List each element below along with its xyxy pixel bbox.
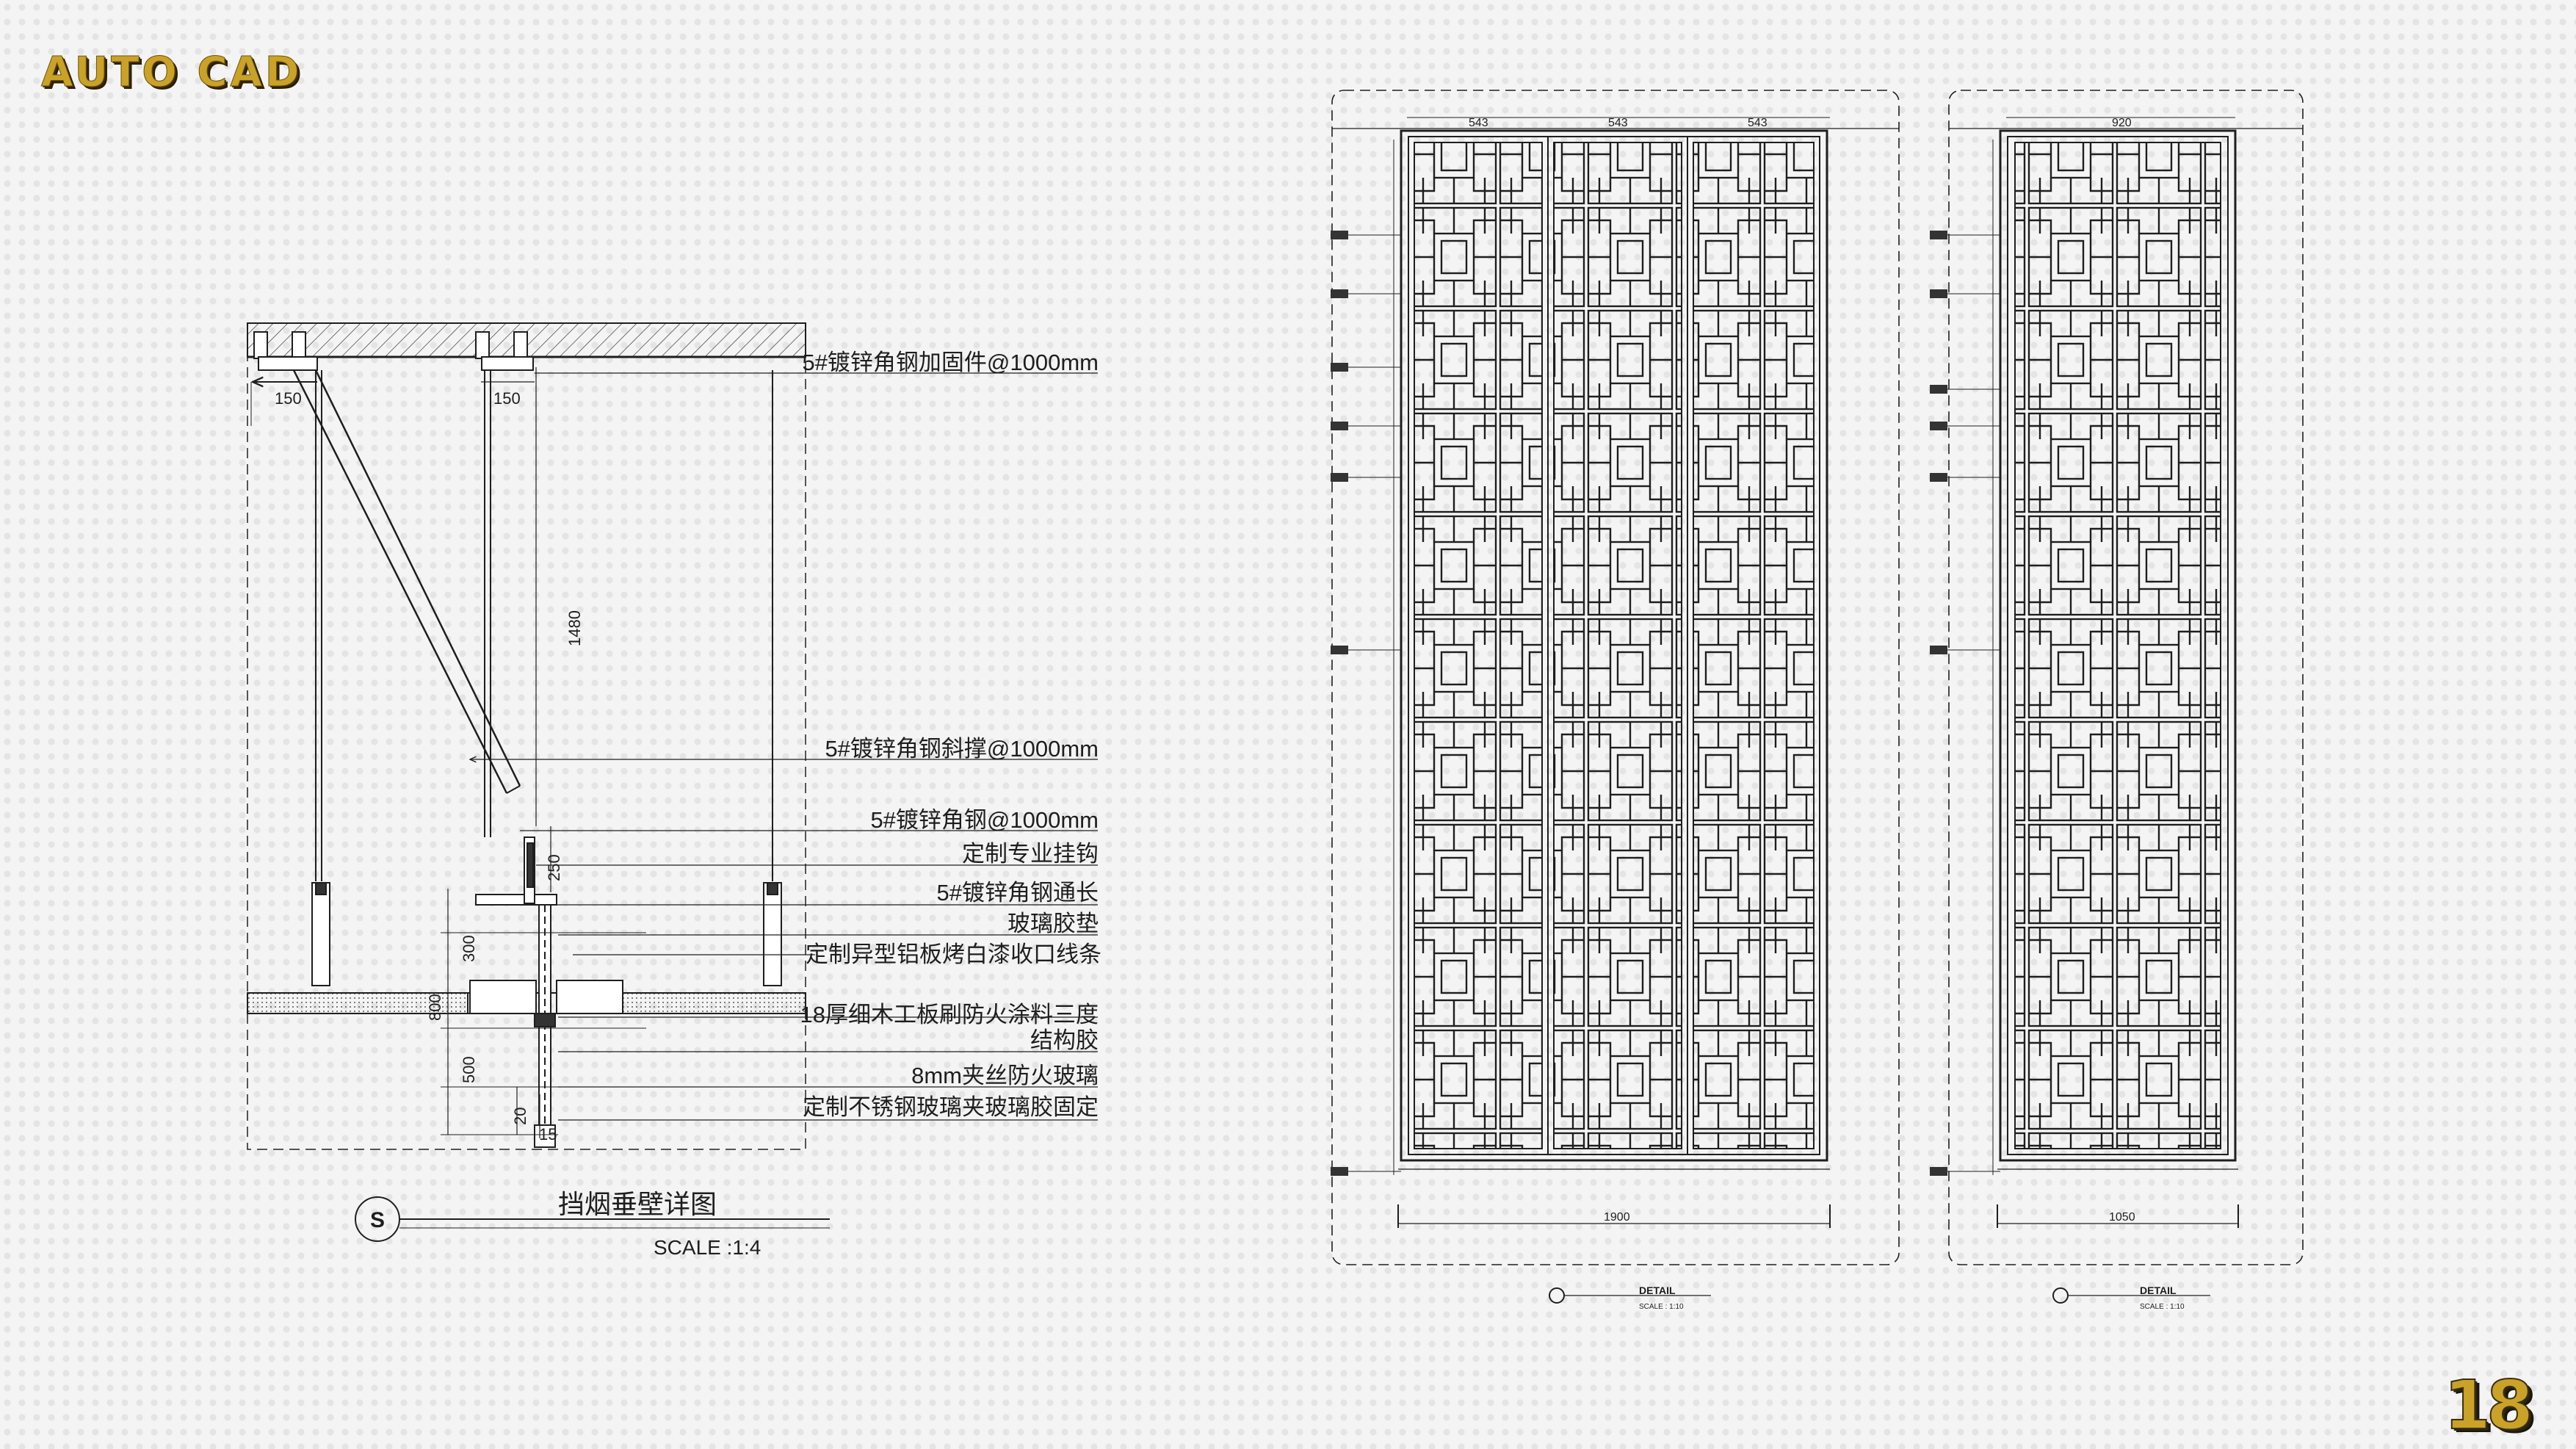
section-marker: S	[370, 1208, 385, 1232]
note-reinforcement: 5#镀锌角钢加固件@1000mm	[802, 350, 1099, 375]
left-detail-scale: SCALE : 1:10	[1639, 1303, 1684, 1311]
note-plywood: 18厚细木工板刷防火涂料三度	[800, 1002, 1099, 1027]
note-glass-clamp: 定制不锈钢玻璃夹玻璃胶固定	[803, 1094, 1099, 1120]
left-top-dim-1: 543	[1469, 117, 1488, 129]
dim-1480: 1480	[565, 610, 584, 646]
dim-800: 800	[426, 994, 444, 1021]
left-top-dim-3: 543	[1748, 117, 1768, 129]
elevation-right	[1936, 90, 2304, 1304]
dim-15: 15	[539, 1125, 557, 1143]
left-bottom-dim: 1900	[1604, 1211, 1630, 1224]
note-aluminum-trim: 定制异型铝板烤白漆收口线条	[806, 942, 1101, 967]
elevation-left-labels: 543 543 543 1900 DETAIL SCALE : 1:10	[1331, 117, 1768, 1311]
left-top-dim-2: 543	[1608, 117, 1628, 129]
dim-300: 300	[460, 935, 478, 962]
note-structural-glue: 结构胶	[1030, 1027, 1099, 1053]
dim-20: 20	[511, 1107, 529, 1125]
section-title: 挡烟垂壁详图	[558, 1189, 717, 1219]
dim-500: 500	[460, 1056, 478, 1083]
dim-top-mid: 150	[493, 389, 521, 408]
section-scale: SCALE :1:4	[654, 1236, 761, 1259]
elevation-right-labels: 920 1050 DETAIL SCALE : 1:10	[1930, 117, 2185, 1311]
right-bottom-dim: 1050	[2109, 1211, 2135, 1224]
note-wire-glass: 8mm夹丝防火玻璃	[911, 1063, 1099, 1088]
right-top-dim: 920	[2112, 117, 2132, 129]
note-angle-steel: 5#镀锌角钢@1000mm	[870, 807, 1099, 833]
elevation-left	[1331, 90, 1900, 1304]
header-logo: AUTO CAD	[40, 48, 303, 97]
note-angle-through: 5#镀锌角钢通长	[937, 880, 1099, 906]
page-number: 18	[2443, 1365, 2534, 1445]
right-detail-scale: SCALE : 1:10	[2140, 1303, 2185, 1311]
note-diagonal-brace: 5#镀锌角钢斜撑@1000mm	[825, 736, 1099, 762]
note-hook: 定制专业挂钩	[962, 841, 1099, 867]
left-detail-label: DETAIL	[1639, 1284, 1676, 1296]
dim-top-left: 150	[275, 389, 302, 408]
dim-250: 250	[545, 854, 563, 881]
right-detail-label: DETAIL	[2140, 1284, 2177, 1296]
note-glass-pad: 玻璃胶垫	[1007, 911, 1099, 936]
